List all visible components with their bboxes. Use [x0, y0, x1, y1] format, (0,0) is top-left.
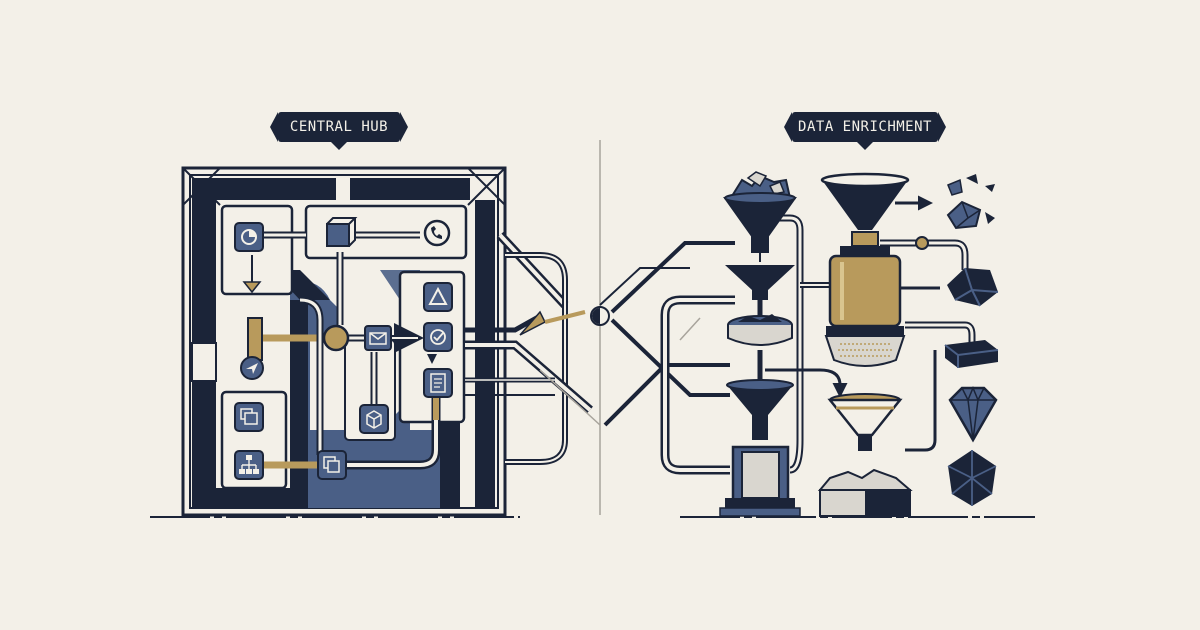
hub-cube-node [326, 223, 350, 247]
gem-icon [947, 450, 997, 506]
diamond-icon [948, 386, 998, 443]
cube-icon [359, 404, 389, 434]
fragments-icon [946, 174, 995, 230]
warning-icon [423, 282, 453, 312]
funnel-gold [827, 393, 903, 451]
data-enrichment-label-text: DATA ENRICHMENT [798, 119, 932, 135]
central-hub-label: CENTRAL HUB [270, 112, 408, 150]
data-enrichment-label: DATA ENRICHMENT [784, 112, 946, 150]
crystal-icon [947, 267, 999, 307]
connector-pipes [465, 231, 735, 465]
data-enrichment [660, 171, 999, 517]
document-icon [423, 368, 453, 398]
funnel-icon [723, 192, 797, 316]
output-block [817, 468, 913, 517]
phone-icon [423, 219, 451, 247]
collection-tank [719, 445, 801, 517]
pie-chart-icon [234, 222, 264, 252]
central-hub [181, 166, 507, 517]
hub-junction-node [322, 324, 350, 352]
copy-icon [317, 450, 347, 480]
layers-icon [234, 402, 264, 432]
check-icon [423, 322, 453, 364]
mail-icon [364, 325, 392, 351]
org-chart-icon [234, 450, 264, 480]
send-icon [240, 356, 264, 380]
ingot-icon [944, 340, 999, 368]
sieve-icon [820, 172, 910, 367]
ore-tray [727, 314, 793, 346]
central-hub-label-text: CENTRAL HUB [289, 119, 389, 135]
funnel-lower [726, 350, 794, 440]
